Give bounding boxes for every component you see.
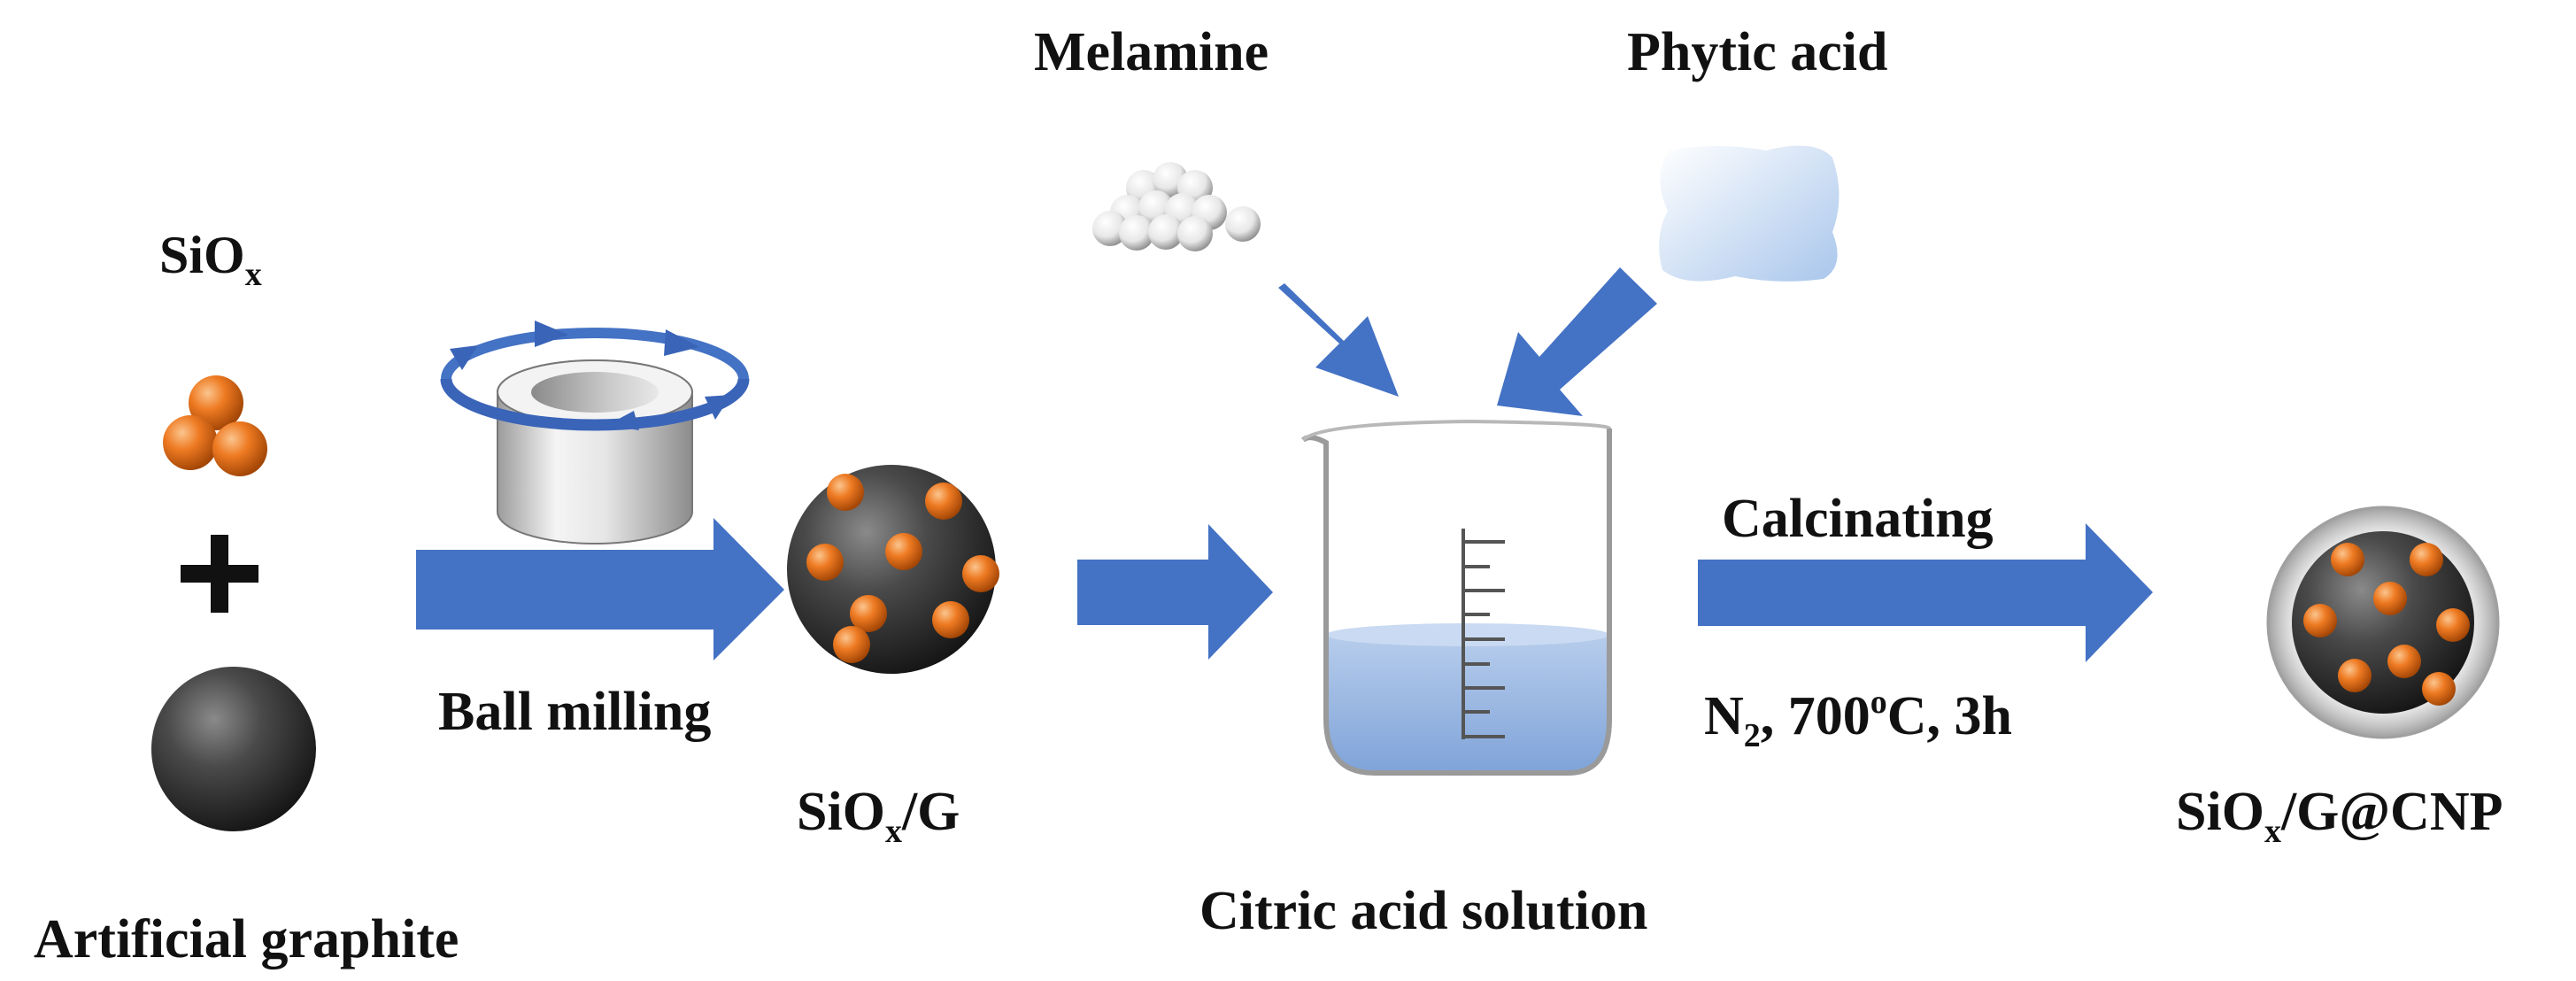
ball-milling-label: Ball milling [438, 682, 712, 742]
arrow-calcinating [1698, 523, 2153, 662]
arrow-to-beaker [1077, 524, 1273, 660]
product-label: SiOx/G@CNP [2176, 782, 2503, 850]
arrow-phytic-acid [1497, 267, 1657, 416]
graphite-sphere-icon [151, 667, 316, 831]
product-sphere-icon [2266, 506, 2500, 739]
citric-acid-solution-label: Citric acid solution [1199, 881, 1648, 941]
orange-particle-cluster-icon [163, 375, 267, 476]
ball-mill-icon [440, 321, 750, 545]
plus-icon [181, 535, 258, 613]
siox-label: SiOx [159, 226, 262, 293]
conditions-label: N2, 700oC, 3h [1704, 684, 2013, 754]
beaker-icon [1301, 419, 1612, 776]
melamine-label: Melamine [1034, 22, 1269, 82]
artificial-graphite-label: Artificial graphite [34, 909, 459, 969]
calcinating-label: Calcinating [1722, 489, 1994, 549]
phytic-acid-label: Phytic acid [1627, 22, 1888, 82]
arrow-ball-milling [416, 518, 784, 660]
siox-g-label: SiOx/G [797, 782, 960, 850]
phytic-acid-icon [1659, 145, 1839, 282]
melamine-icon [1092, 162, 1261, 251]
arrow-melamine [1278, 283, 1399, 397]
siox-g-composite-icon [787, 465, 999, 674]
